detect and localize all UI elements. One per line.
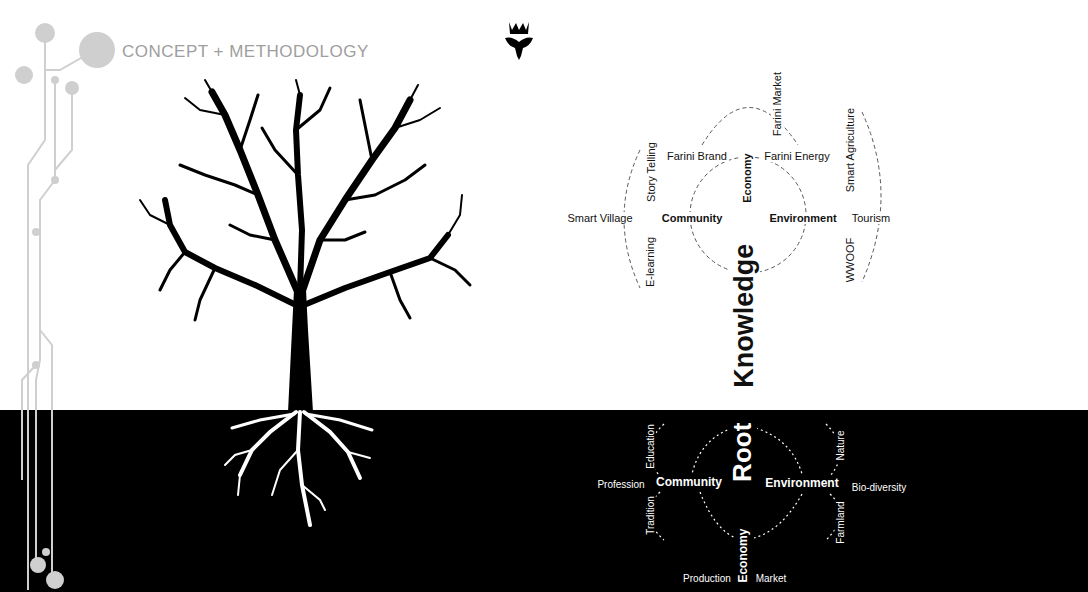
concept-word: Profession [595, 479, 646, 490]
soil-ground [0, 410, 1088, 592]
key-word: Environment [763, 477, 840, 490]
key-word: Community [660, 212, 725, 224]
concept-word: Production [681, 573, 733, 584]
concept-word: Bio-diversity [850, 482, 908, 493]
tree-silhouette [140, 80, 470, 412]
concept-word: Nature [834, 428, 845, 462]
concept-word: Farini Brand [665, 150, 729, 162]
concept-word: Smart Agriculture [844, 106, 856, 194]
key-word: Root [729, 420, 758, 483]
concept-word: Smart Village [565, 212, 634, 224]
key-word: Community [654, 476, 724, 489]
key-word: Environment [767, 212, 838, 224]
concept-word: Story Telling [645, 140, 657, 204]
crown-eagle-logo [505, 22, 533, 60]
key-word: Knowledge [730, 242, 760, 390]
circuit-dots [15, 23, 115, 589]
concept-word: Farini Market [771, 70, 783, 138]
page-title: CONCEPT + METHODOLOGY [122, 42, 369, 62]
tree-roots [225, 412, 372, 525]
concept-word: Tourism [850, 212, 893, 224]
concept-word: Education [644, 422, 655, 470]
key-word: Economy [737, 527, 750, 585]
concept-word: WWOOF [844, 236, 856, 285]
key-word: Economy [741, 151, 753, 205]
concept-word: Farmland [835, 499, 846, 545]
concept-word: Tradition [644, 494, 655, 537]
concept-word: Farini Energy [762, 150, 831, 162]
concept-word: Market [754, 573, 789, 584]
circuit-decoration [22, 35, 95, 590]
concept-word: E-learning [644, 235, 656, 289]
